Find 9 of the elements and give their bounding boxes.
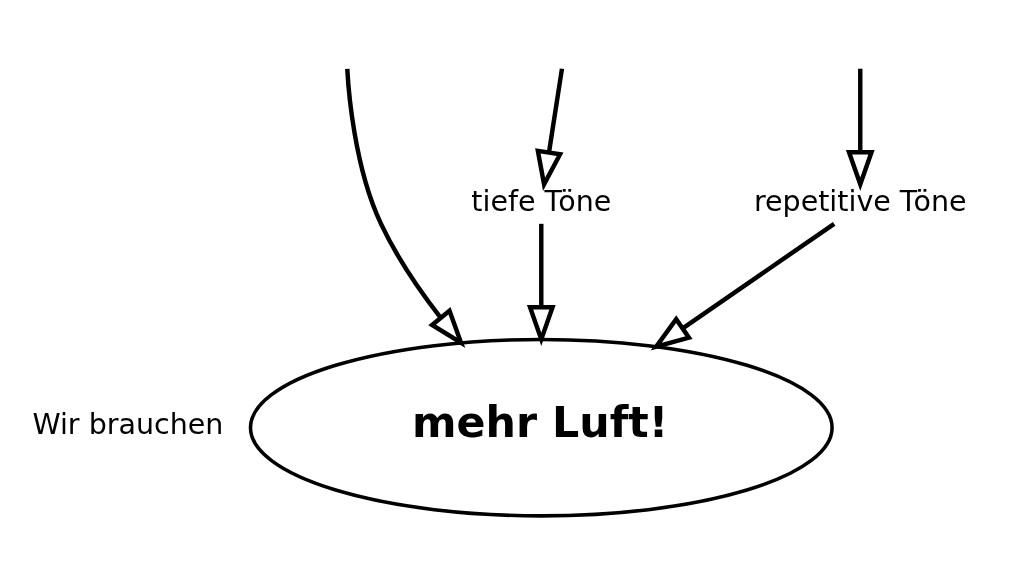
arrow bbox=[845, 68, 875, 191]
node-label: Wir brauchen bbox=[32, 408, 224, 442]
node-text: repetitive Töne bbox=[753, 184, 967, 218]
arrow bbox=[345, 68, 466, 348]
arrow bbox=[526, 223, 556, 347]
arrow bbox=[650, 222, 836, 351]
node-ellipse: mehr Luft! bbox=[248, 337, 834, 518]
node-text: tiefe Töne bbox=[471, 184, 612, 218]
arrow bbox=[535, 68, 565, 191]
